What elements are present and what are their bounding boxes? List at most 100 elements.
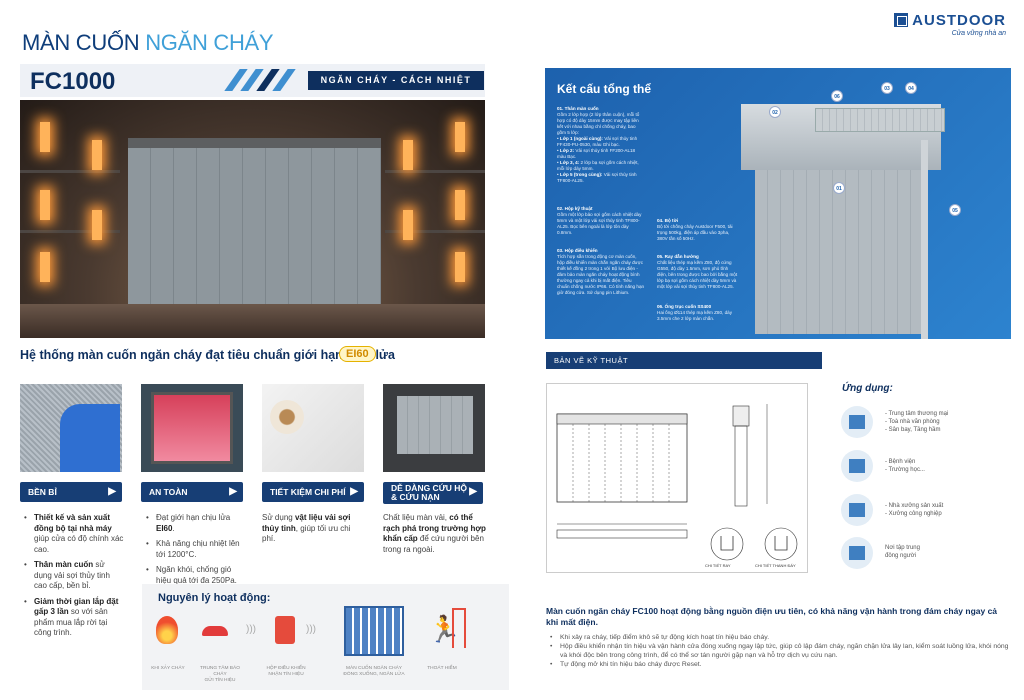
feature-image-durable xyxy=(20,384,122,472)
brand-name: AUSTDOOR xyxy=(912,12,1006,29)
model-name: FC1000 xyxy=(30,68,116,95)
bullet: Thiết kế và sản xuất đồng bộ tại nhà máy… xyxy=(24,513,124,555)
bullet: Đạt giới hạn chịu lửa EI60. xyxy=(146,513,246,534)
chevron-right-icon: ▶ xyxy=(350,486,358,497)
caption-bottom-bar: CHI TIẾT THANH ĐÁY xyxy=(755,563,796,568)
mall-icon xyxy=(841,406,873,438)
curtain-shutter xyxy=(397,396,473,454)
wall-lamp xyxy=(92,140,102,170)
feature-image-rescue xyxy=(383,384,485,472)
operation-bullet: Tự động mở khi tín hiệu báo cháy được Re… xyxy=(548,661,1010,670)
wall-lamp xyxy=(92,210,102,240)
wall-lamp xyxy=(40,252,50,282)
signal-icon: ))) xyxy=(306,624,316,635)
operation-bullets: Khi xảy ra cháy, tiếp điểm khô sẽ tự độn… xyxy=(548,634,1010,671)
principle-title: Nguyên lý hoạt động: xyxy=(158,592,271,604)
drawing-label: BẢN VẼ KỸ THUẬT xyxy=(546,352,822,369)
feature-label: AN TOÀN xyxy=(149,487,188,497)
caption-rail: CHI TIẾT RAY xyxy=(705,563,731,568)
wall-lamp xyxy=(40,122,50,152)
shelf xyxy=(385,170,485,173)
control-box-icon xyxy=(275,616,295,644)
brand-logo[interactable]: AUSTDOOR Cửa vững nhà an xyxy=(894,12,1006,37)
fire-icon xyxy=(156,616,178,644)
bullet: Ngăn khói, chống gió hiệu quả tới đa 250… xyxy=(146,565,246,586)
applications-title: Ứng dụng: xyxy=(842,383,893,394)
feature-text-rescue: Chất liệu màn vải, có thể rạch phá trong… xyxy=(383,513,486,554)
product-subtitle: Hệ thống màn cuốn ngăn cháy đạt tiêu chu… xyxy=(20,348,395,362)
hospital-icon xyxy=(841,450,873,482)
gloved-hand xyxy=(60,404,120,472)
shelf xyxy=(385,230,485,233)
feature-label: BỀN BỈ xyxy=(28,487,57,497)
red-curtain xyxy=(151,392,233,464)
application-text: - Bệnh viện- Trường học... xyxy=(885,459,925,473)
feature-image-safety xyxy=(141,384,243,472)
feature-button-rescue[interactable]: DỄ DÀNG CỨU HỘ & CỨU NẠN▶ xyxy=(383,482,483,504)
roller-shaft xyxy=(815,108,945,132)
marker-06: 06 xyxy=(831,90,843,102)
shelf xyxy=(20,230,120,233)
factory-icon xyxy=(841,494,873,526)
title-part1: MÀN CUỐN xyxy=(22,30,146,55)
signal-icon: ))) xyxy=(246,624,256,635)
wall-lamp xyxy=(455,190,465,220)
fabric-roll xyxy=(270,400,304,434)
hero-image xyxy=(20,100,485,338)
wall-lamp xyxy=(403,140,413,170)
feature-label: TIẾT KIỆM CHI PHÍ xyxy=(270,487,346,497)
marker-03: 03 xyxy=(881,82,893,94)
feature-image-cost xyxy=(262,384,364,472)
exit-runner-icon: 🏃 xyxy=(428,614,461,644)
wall-lamp xyxy=(455,122,465,152)
title-part2: NGĂN CHÁY xyxy=(145,30,274,55)
page-title: MÀN CUỐN NGĂN CHÁY xyxy=(22,30,274,56)
drawing-svg xyxy=(556,404,798,561)
crowd-building-icon xyxy=(841,537,873,569)
marker-04: 04 xyxy=(905,82,917,94)
wall-lamp xyxy=(455,252,465,282)
step-label: KHI XẢY CHÁY xyxy=(151,666,185,671)
chevron-right-icon: ▶ xyxy=(229,486,237,497)
fire-curtain-door xyxy=(128,138,381,306)
wall-lamp xyxy=(40,190,50,220)
application-text: - Trung tâm thương mại- Toà nhà văn phòn… xyxy=(885,411,949,433)
curtain-icon xyxy=(344,606,404,656)
application-text: - Nhà xưởng sản xuất- Xưởng công nghiệp xyxy=(885,503,944,517)
feature-label: DỄ DÀNG CỨU HỘ & CỨU NẠN xyxy=(391,483,467,502)
fire-alarm-icon xyxy=(202,626,228,636)
exit-door-icon xyxy=(452,608,466,648)
shelf xyxy=(20,170,120,173)
bullet: Giảm thời gian lắp đặt gấp 3 lần so với … xyxy=(24,597,124,639)
brand-slogan: Cửa vững nhà an xyxy=(951,30,1006,37)
guide-rail xyxy=(921,140,928,339)
operation-headline: Màn cuốn ngăn cháy FC100 hoạt động bằng … xyxy=(546,606,998,627)
principle-panel: Nguyên lý hoạt động: ))) ))) 🏃 KHI XẢY C… xyxy=(142,584,509,690)
bullet: Thân màn cuốn sử dụng vải sợi thủy tinh … xyxy=(24,560,124,592)
feature-text-durable: Thiết kế và sản xuất đồng bộ tại nhà máy… xyxy=(24,513,124,644)
feature-text-safety: Đạt giới hạn chịu lửa EI60. Khả năng chị… xyxy=(146,513,246,591)
feature-text-cost: Sử dụng vật liệu vải sợi thủy tinh, giúp… xyxy=(262,513,351,543)
operation-bullet: Hộp điều khiển nhận tín hiệu và vận hành… xyxy=(548,643,1010,660)
model-tagline: NGĂN CHÁY - CÁCH NHIỆT xyxy=(308,71,484,90)
feature-button-safety[interactable]: AN TOÀN ▶ xyxy=(141,482,243,502)
floor xyxy=(20,304,485,338)
feature-button-cost[interactable]: TIẾT KIỆM CHI PHÍ ▶ xyxy=(262,482,364,502)
marker-05: 05 xyxy=(949,204,961,216)
chevron-right-icon: ▶ xyxy=(469,486,477,497)
step-label: THOÁT HIỂM xyxy=(427,666,457,671)
marker-02: 02 xyxy=(769,106,781,118)
operation-bullet: Khi xảy ra cháy, tiếp điểm khô sẽ tự độn… xyxy=(548,634,1010,643)
feature-button-durable[interactable]: BỀN BỈ▶ xyxy=(20,482,122,502)
